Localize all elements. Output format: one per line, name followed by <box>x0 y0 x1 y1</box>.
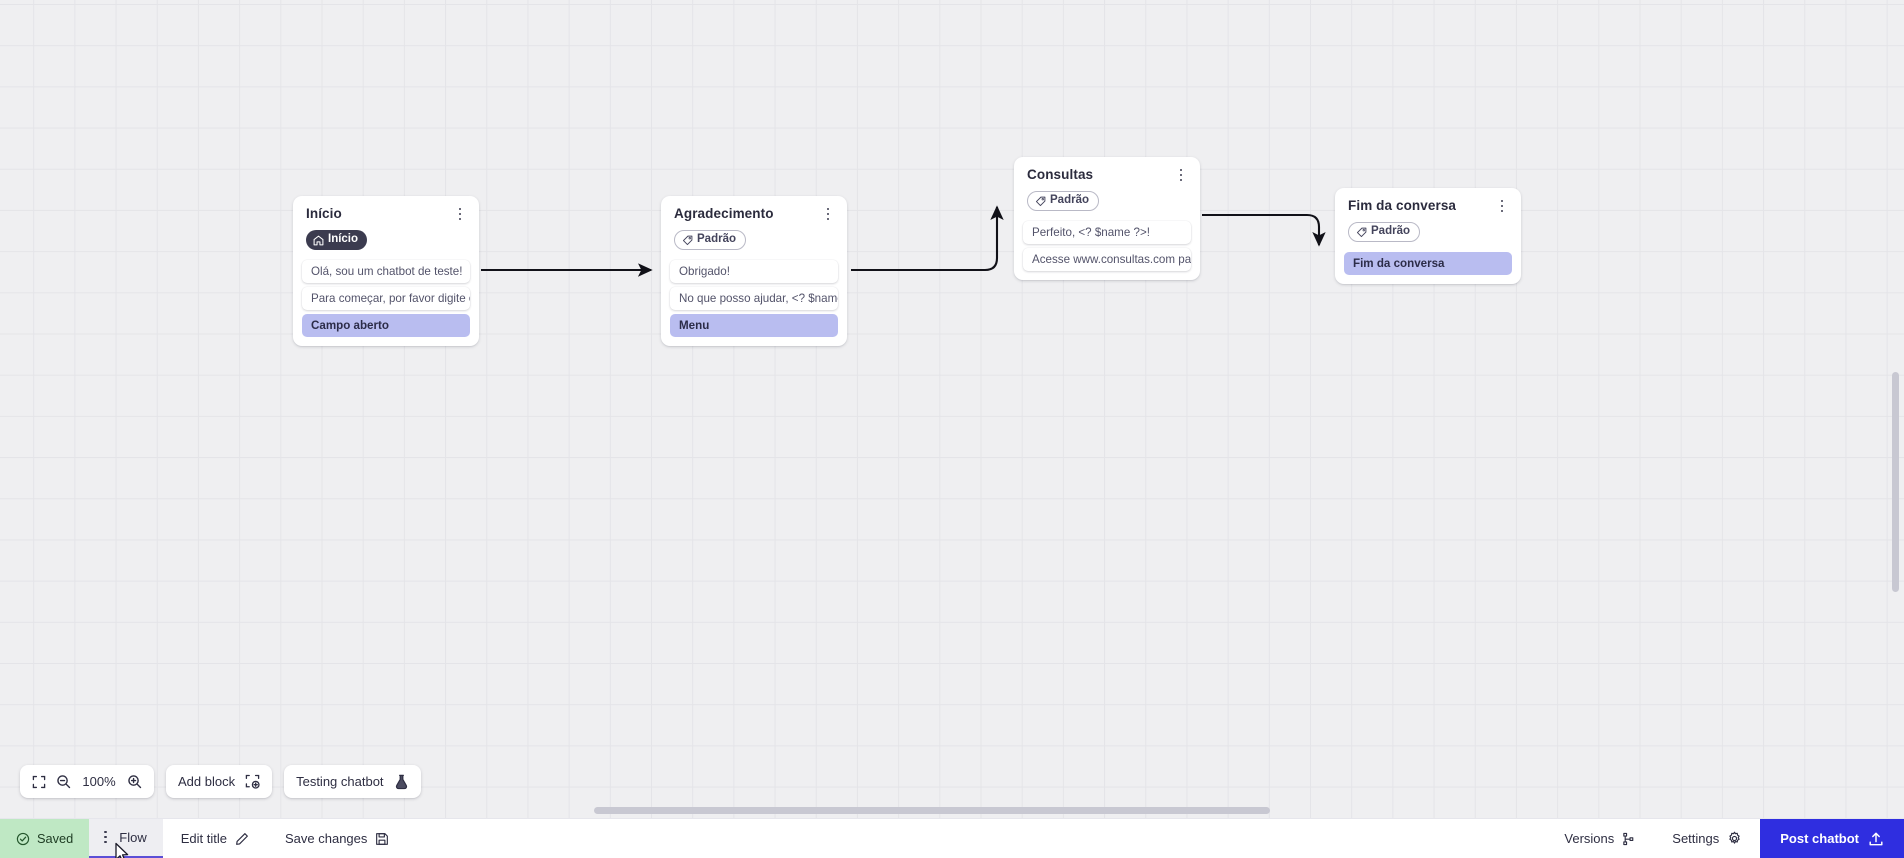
node-title: Fim da conversa <box>1348 198 1457 213</box>
horizontal-scrollbar-thumb[interactable] <box>594 807 1270 814</box>
node-title: Início <box>306 206 342 221</box>
node-badge-label: Padrão <box>1050 194 1089 207</box>
flow-block[interactable]: Olá, sou um chatbot de teste! <box>302 259 470 283</box>
tab-flow-label: Flow <box>119 830 147 845</box>
node-header: Agradecimento <box>670 205 838 223</box>
tab-flow[interactable]: Flow <box>89 819 163 858</box>
node-badge-row: Padrão <box>1023 184 1191 212</box>
fit-screen-icon[interactable] <box>32 775 46 789</box>
flow-block[interactable]: Acesse www.consultas.com par... <box>1023 247 1191 271</box>
post-chatbot-button[interactable]: Post chatbot <box>1760 819 1904 858</box>
node-badge-default[interactable]: Padrão <box>1027 191 1099 211</box>
vertical-scrollbar-track[interactable] <box>1890 0 1902 818</box>
save-changes-label: Save changes <box>285 831 368 846</box>
node-title: Consultas <box>1027 167 1094 182</box>
node-blocks: Fim da conversa <box>1344 251 1512 275</box>
node-badge-label: Padrão <box>697 233 736 246</box>
bottom-bar: Saved Flow Edit title Save changes <box>0 818 1904 858</box>
add-block-label: Add block <box>178 774 236 789</box>
zoom-out-icon[interactable] <box>56 774 71 789</box>
flow-block-accent[interactable]: Menu <box>670 313 838 337</box>
node-badge-row: Padrão <box>670 223 838 251</box>
node-badge-default[interactable]: Padrão <box>674 230 746 250</box>
zoom-level-value: 100% <box>82 774 116 789</box>
node-badge-default[interactable]: Padrão <box>1348 222 1420 242</box>
tag-icon <box>1356 227 1367 237</box>
testing-chatbot-button[interactable]: Testing chatbot <box>284 765 421 798</box>
node-badge-label: Padrão <box>1371 225 1410 238</box>
flow-node-fim-da-conversa[interactable]: Fim da conversa Padrão Fim da conversa <box>1335 188 1521 284</box>
branch-icon <box>1622 832 1636 846</box>
node-blocks: Olá, sou um chatbot de teste! Para começ… <box>302 259 470 337</box>
node-badge-row: Início <box>302 223 470 251</box>
post-chatbot-label: Post chatbot <box>1780 831 1859 846</box>
canvas-toolbar: 100% Add block <box>20 765 421 798</box>
flask-icon <box>394 774 409 790</box>
flow-node-agradecimento[interactable]: Agradecimento Padrão Obrigado! No que po… <box>661 196 847 346</box>
zoom-in-icon[interactable] <box>127 774 142 789</box>
edge-consultas-fim <box>1202 213 1326 247</box>
tag-icon <box>1035 196 1046 206</box>
flow-node-consultas[interactable]: Consultas Padrão Perfeito, <? $name ?>! … <box>1014 157 1200 280</box>
saved-label: Saved <box>37 831 74 846</box>
zoom-controls: 100% <box>20 765 154 798</box>
flow-block-accent[interactable]: Campo aberto <box>302 313 470 337</box>
check-circle-icon <box>16 832 30 846</box>
status-badge-saved: Saved <box>0 819 90 858</box>
flow-node-inicio[interactable]: Início Início Olá, sou um chatbot de tes… <box>293 196 479 346</box>
kebab-menu-icon[interactable] <box>820 205 836 223</box>
node-header: Consultas <box>1023 166 1191 184</box>
add-block-button[interactable]: Add block <box>166 765 273 798</box>
flow-block[interactable]: Obrigado! <box>670 259 838 283</box>
gear-icon <box>1727 831 1742 846</box>
node-blocks: Obrigado! No que posso ajudar, <? $name … <box>670 259 838 337</box>
flow-block[interactable]: No que posso ajudar, <? $name ... <box>670 286 838 310</box>
edge-agradecimento-consultas <box>851 205 1004 272</box>
node-title: Agradecimento <box>674 206 774 221</box>
node-blocks: Perfeito, <? $name ?>! Acesse www.consul… <box>1023 220 1191 271</box>
versions-label: Versions <box>1564 831 1615 846</box>
flow-edges <box>481 205 1326 277</box>
edit-title-button[interactable]: Edit title <box>163 819 267 858</box>
kebab-menu-icon[interactable] <box>1494 197 1510 215</box>
flow-block[interactable]: Perfeito, <? $name ?>! <box>1023 220 1191 244</box>
flow-canvas[interactable]: Início Início Olá, sou um chatbot de tes… <box>0 0 1904 818</box>
kebab-menu-icon[interactable] <box>452 205 468 223</box>
edit-title-label: Edit title <box>180 831 227 846</box>
floppy-disk-icon <box>375 832 389 846</box>
testing-chatbot-label: Testing chatbot <box>296 774 384 789</box>
node-badge-label: Início <box>328 233 359 246</box>
add-block-icon <box>245 774 260 789</box>
bottom-bar-spacer <box>407 819 1546 858</box>
tag-icon <box>682 235 693 245</box>
flow-block[interactable]: Para começar, por favor digite o ... <box>302 286 470 310</box>
kebab-menu-icon[interactable] <box>1173 166 1189 184</box>
upload-icon <box>1868 831 1884 847</box>
kebab-menu-icon[interactable] <box>97 828 113 846</box>
vertical-scrollbar-thumb[interactable] <box>1892 372 1899 592</box>
settings-button[interactable]: Settings <box>1654 819 1760 858</box>
node-header: Fim da conversa <box>1344 197 1512 215</box>
home-icon <box>313 235 324 245</box>
node-header: Início <box>302 205 470 223</box>
node-badge-row: Padrão <box>1344 215 1512 243</box>
pencil-icon <box>235 832 249 846</box>
flow-block-accent[interactable]: Fim da conversa <box>1344 251 1512 275</box>
horizontal-scrollbar-track[interactable] <box>0 804 1904 816</box>
node-badge-start[interactable]: Início <box>306 230 368 250</box>
save-changes-button[interactable]: Save changes <box>267 819 407 858</box>
settings-label: Settings <box>1672 831 1720 846</box>
versions-button[interactable]: Versions <box>1546 819 1654 858</box>
